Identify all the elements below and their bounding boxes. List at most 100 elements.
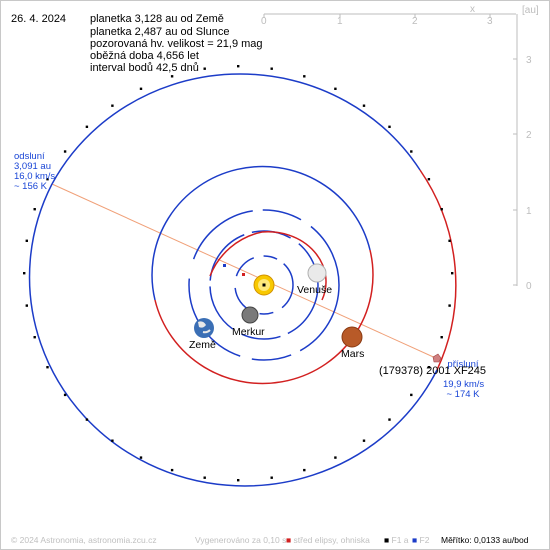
orbit-dot [303, 75, 306, 78]
asteroid-label: (179378) 2001 XF245 [379, 365, 487, 377]
footer-copyright: © 2024 Astronomia, astronomia.zcu.cz [11, 535, 157, 545]
orbit-dot [303, 468, 306, 472]
orbit-dot [85, 418, 89, 421]
axes: 0 1 2 3 x [au] 3 2 1 0 [261, 4, 539, 292]
orbit-dot [111, 104, 114, 107]
asteroid-orbit [28, 73, 457, 487]
f2-legend-text: F2 [419, 535, 430, 545]
orbit-dot [448, 239, 451, 242]
aphelion-temperature: ~ 156 K [14, 181, 48, 192]
orbit-dot [270, 67, 273, 70]
mercury-orbit [234, 255, 294, 315]
x-tick-3: 3 [487, 16, 493, 27]
focus-f1-marker [262, 283, 266, 287]
info-distance-sun: planetka 2,487 au od Slunce [90, 26, 230, 38]
orbit-dot [25, 239, 28, 242]
orbit-dot [85, 125, 89, 128]
mars-label: Mars [341, 348, 365, 360]
orbit-dot [237, 479, 240, 482]
orbit-dot [63, 393, 67, 397]
y-tick-3: 3 [526, 55, 532, 66]
venus-icon [307, 263, 327, 283]
footer-f2: ■ F2 [412, 535, 429, 545]
aphelion-distance: 3,091 au [14, 161, 51, 172]
apsidal-line [51, 183, 441, 361]
earth-orbit-red-arc [209, 231, 263, 277]
unit-label: [au] [522, 5, 539, 16]
orbit-dot [170, 75, 174, 78]
orbit-dot [427, 178, 431, 181]
mercury-label: Merkur [232, 326, 265, 338]
orbit-dot [33, 208, 36, 211]
perihelion-title: přísluní [447, 359, 479, 370]
info-distance-earth: planetka 3,128 au od Země [90, 13, 224, 25]
orbit-dot [25, 304, 28, 307]
perihelion-annotation: přísluní 19,9 km/s ~ 174 K [443, 359, 485, 400]
orbit-dot [451, 272, 454, 275]
f2-legend-marker: ■ [412, 535, 418, 545]
earth-orbit [188, 209, 340, 361]
f1-legend-marker: ■ [384, 535, 390, 545]
info-period: oběžná doba 4,656 let [90, 50, 199, 62]
orbit-dot [46, 366, 49, 369]
center-legend-text: střed elipsy, ohniska [293, 535, 370, 545]
x-axis-label: x [470, 4, 475, 15]
center-legend-marker: ■ [286, 535, 292, 545]
orbit-dot [410, 150, 413, 153]
focus-f2-marker [223, 264, 226, 267]
mercury-icon [241, 306, 259, 324]
orbit-dot [440, 208, 443, 211]
aphelion-speed: 16,0 km/s [14, 171, 56, 182]
orbit-dot [362, 439, 366, 442]
x-tick-2: 2 [412, 16, 418, 27]
orbit-dot [46, 178, 49, 181]
orbit-dot [427, 366, 431, 369]
orbit-dot [33, 336, 36, 339]
orbit-dot [203, 476, 206, 479]
aphelion-annotation: odsluní 3,091 au 16,0 km/s ~ 156 K [14, 151, 56, 192]
orbit-dot [139, 456, 143, 459]
perihelion-speed: 19,9 km/s [443, 379, 485, 390]
orbit-dot [23, 272, 26, 275]
ellipse-center-marker [242, 273, 245, 276]
date-label: 26. 4. 2024 [11, 13, 67, 25]
footer-f1: ■ F1 a [384, 535, 409, 545]
f1-legend-text: F1 a [391, 535, 409, 545]
orbit-dot [440, 336, 443, 339]
mars-orbit-upper [151, 165, 371, 301]
orbit-dot [410, 393, 413, 397]
orbit-dot [388, 125, 391, 128]
sun [253, 274, 275, 296]
orbit-dot [362, 104, 366, 107]
orbit-dot [111, 439, 114, 442]
footer-scale: Měřítko: 0,0133 au/bod [441, 535, 529, 545]
y-tick-1: 1 [526, 206, 532, 217]
orbit-dot [388, 418, 391, 421]
orbit-dot [139, 87, 143, 90]
mars-icon [341, 326, 363, 348]
orbit-dot [448, 304, 451, 307]
orbit-dot [63, 150, 67, 153]
venus-label: Venuše [297, 284, 333, 296]
x-tick-0: 0 [261, 16, 267, 27]
orbit-dot [334, 456, 337, 459]
x-tick-1: 1 [337, 16, 343, 27]
orbit-dot [203, 67, 206, 70]
venus-orbit [209, 230, 319, 340]
y-tick-2: 2 [526, 130, 532, 141]
orbit-dot [334, 87, 337, 90]
y-tick-0: 0 [526, 281, 532, 292]
orbit-interval-dots [23, 65, 454, 482]
mars-orbit-lower [154, 249, 374, 385]
orbit-dot [237, 65, 240, 68]
earth-label: Země [189, 339, 216, 351]
perihelion-temperature: ~ 174 K [446, 389, 480, 400]
venus-orbit-red-arc [261, 230, 327, 301]
orbit-dot [170, 468, 174, 472]
aphelion-title: odsluní [14, 151, 45, 162]
footer-generated: Vygenerováno za 0,10 s [195, 535, 287, 545]
info-point-interval: interval bodů 42,5 dnů [90, 62, 199, 74]
footer-center-legend: ■ střed elipsy, ohniska [286, 535, 370, 545]
orbit-dot [270, 476, 273, 479]
